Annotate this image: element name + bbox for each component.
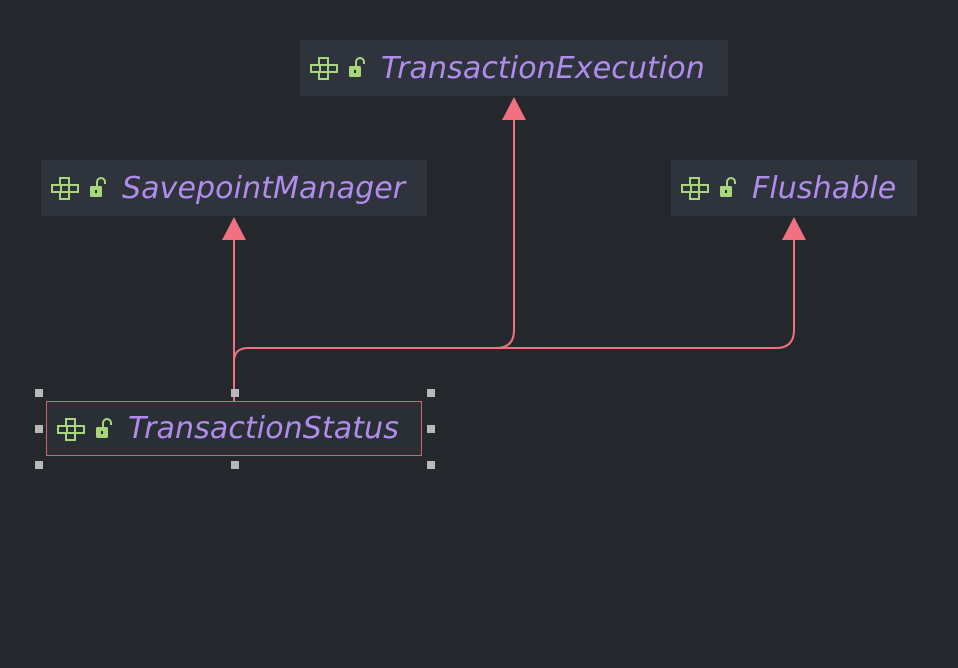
resize-handle-middle-right[interactable] (427, 425, 435, 433)
node-label: TransactionExecution (381, 50, 705, 86)
public-lock-icon (720, 177, 736, 197)
resize-handle-top-center[interactable] (231, 389, 239, 397)
resize-handle-bottom-center[interactable] (231, 461, 239, 469)
interface-icon (681, 177, 709, 200)
node-flushable[interactable]: Flushable (671, 160, 917, 216)
edge-arrowhead-flushable (782, 217, 806, 240)
resize-handle-top-right[interactable] (427, 389, 435, 397)
edge-arrowhead-savepoint-manager (222, 217, 246, 240)
node-icons (50, 176, 108, 200)
edge-status-to-flushable (496, 240, 795, 349)
node-icons (680, 176, 738, 200)
node-label: SavepointManager (122, 170, 406, 206)
node-transaction-execution[interactable]: TransactionExecution (300, 40, 728, 96)
interface-icon (310, 57, 338, 80)
node-savepoint-manager[interactable]: SavepointManager (41, 160, 427, 216)
edge-arrowhead-transaction-execution (502, 97, 526, 120)
node-transaction-status[interactable]: TransactionStatus (46, 401, 422, 456)
interface-icon (51, 177, 79, 200)
public-lock-icon (90, 177, 106, 197)
node-icons (309, 56, 367, 80)
node-label: TransactionStatus (128, 411, 399, 446)
public-lock-icon (349, 57, 365, 77)
resize-handle-bottom-right[interactable] (427, 461, 435, 469)
resize-handle-bottom-left[interactable] (35, 461, 43, 469)
node-label: Flushable (752, 170, 897, 206)
node-icons (56, 417, 114, 441)
resize-handle-top-left[interactable] (35, 389, 43, 397)
interface-icon (57, 417, 85, 441)
public-lock-icon (96, 417, 112, 438)
resize-handle-middle-left[interactable] (35, 425, 43, 433)
